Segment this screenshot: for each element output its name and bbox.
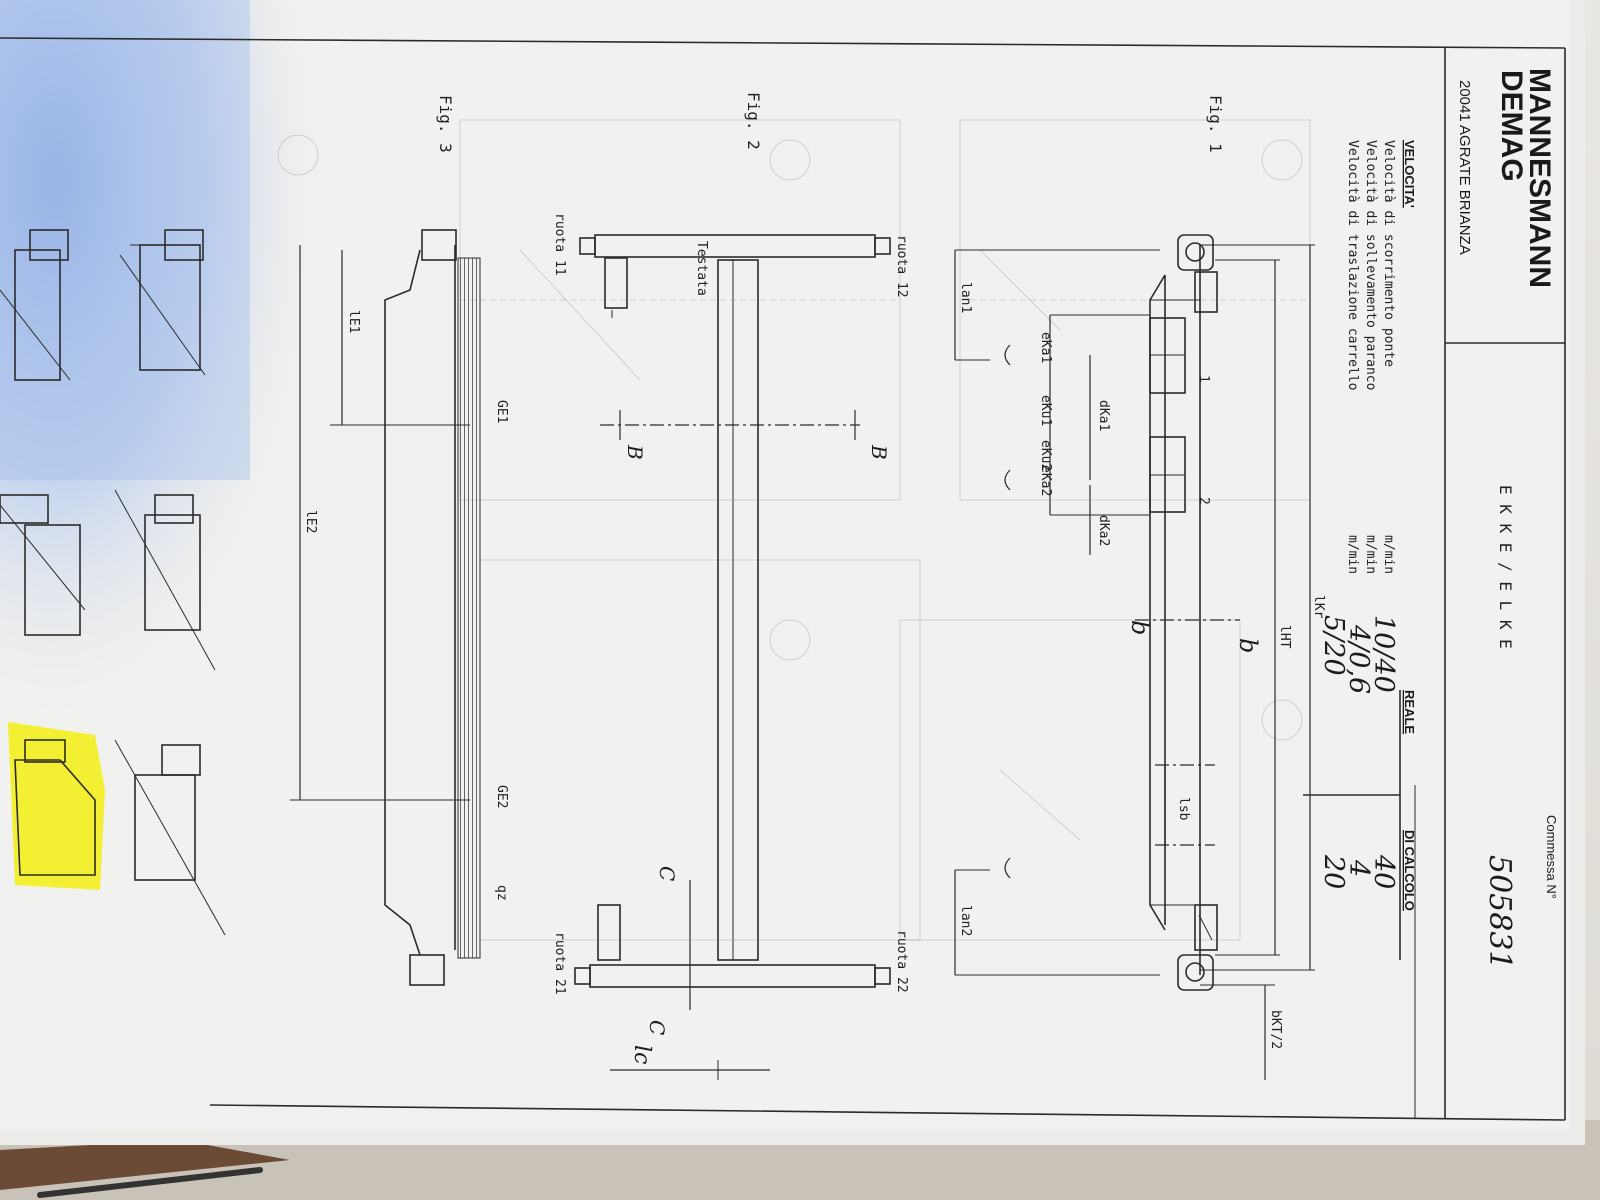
fig3: Fig. 3 lE1 lE2 GE1 GE2 qz xyxy=(290,95,509,986)
commessa-number: 505831 xyxy=(1482,855,1517,970)
fig3-le1: lE1 xyxy=(346,310,361,333)
fig1-title: Fig. 1 xyxy=(1206,95,1225,153)
fig1-b-top: b xyxy=(1234,638,1262,653)
speed-row-2-label: Velocità di sollevamento paranco xyxy=(1363,140,1378,390)
fig1-label-2: 2 xyxy=(1196,497,1211,505)
fig3-ge2: GE2 xyxy=(494,785,509,808)
fig2-c-left: C xyxy=(655,866,679,881)
pen xyxy=(37,1167,263,1198)
section-sketches xyxy=(0,229,226,936)
speed-row-2-reale: 4/0,6 xyxy=(1343,624,1374,694)
fig2-title: Fig. 2 xyxy=(744,92,763,150)
fig2-ruota12: ruota 12 xyxy=(894,235,909,298)
fig1-dka1: dKa1 xyxy=(1096,400,1111,431)
company-block: MANNESMANN DEMAG 20041 AGRATE BRIANZA xyxy=(1456,68,1556,288)
fig1-lsb: lsb xyxy=(1176,797,1191,821)
fig1-eku2: eKu2 xyxy=(1038,440,1053,471)
fig3-rack xyxy=(457,257,481,959)
fig1-wheel-bottom xyxy=(1177,954,1214,991)
fig2-b-right: B xyxy=(867,444,891,460)
sketch-5 xyxy=(0,494,86,636)
speed-row-3-label: Velocità di traslazione carrello xyxy=(1345,140,1360,390)
fig1-label-1: 1 xyxy=(1196,375,1211,383)
fig1-bkt: bKT/2 xyxy=(1268,1010,1283,1049)
sketch-highlighted xyxy=(8,722,105,890)
col-calcolo: DI CALCOLO xyxy=(1402,830,1417,911)
fig1-eku1: eKu1 xyxy=(1038,395,1053,426)
col-reale: REALE xyxy=(1402,690,1417,734)
fig1-wheel-top xyxy=(1177,234,1214,271)
frame xyxy=(0,37,1566,1121)
sketch-2 xyxy=(114,489,216,671)
speed-row-3-unit: m/min xyxy=(1345,535,1360,574)
speed-row-3-calcolo: 20 xyxy=(1318,854,1349,889)
speed-row-1-unit: m/min xyxy=(1381,535,1396,574)
speed-row-2-calcolo: 4 xyxy=(1343,859,1374,877)
fig3-ge1: GE1 xyxy=(494,400,509,423)
fig3-girder xyxy=(384,245,456,956)
company-name-1: MANNESMANN xyxy=(1523,68,1556,288)
fig1-b-bottom: b xyxy=(1126,620,1154,635)
fig2-c-right: C xyxy=(645,1020,669,1035)
fig1-lan2: lan2 xyxy=(958,905,973,936)
highlight-mark xyxy=(8,722,105,890)
table-edge xyxy=(0,1140,290,1190)
fig3-title: Fig. 3 xyxy=(436,95,455,153)
speed-row-3-reale: 5/20 xyxy=(1318,615,1349,676)
speed-row-2-unit: m/min xyxy=(1363,535,1378,574)
fig1-eka2: eKa2 xyxy=(1038,465,1053,496)
sketch-3 xyxy=(114,739,226,936)
model-code: E K K E / E L K E xyxy=(1496,485,1515,649)
fig2-testata: Testata xyxy=(694,241,709,296)
sketch-4 xyxy=(0,229,71,381)
fig1-lkr: lKr xyxy=(1311,595,1326,619)
fig2: Fig. 2 Testata ruota 12 ruota 11 ruota 2… xyxy=(552,92,909,1080)
fig1-dka2: dKa2 xyxy=(1096,515,1111,546)
fig2-lc: lc xyxy=(629,1045,654,1064)
fig1-lht: lHT xyxy=(1277,625,1292,649)
company-address: 20041 AGRATE BRIANZA xyxy=(1456,80,1473,255)
fig2-motor-top xyxy=(604,257,628,309)
sketch-1 xyxy=(119,229,206,376)
fig2-ruota11: ruota 11 xyxy=(552,213,567,276)
fig1-lan1: lan1 xyxy=(958,282,973,313)
company-name-2: DEMAG xyxy=(1495,70,1528,182)
speeds-title: VELOCITA' xyxy=(1402,140,1417,208)
fig2-beam xyxy=(717,259,759,961)
fig1-eka1: eKa1 xyxy=(1038,332,1053,363)
bleed-through xyxy=(277,119,1311,941)
commessa-label: Commessa N° xyxy=(1544,815,1559,899)
fig2-ruota22: ruota 22 xyxy=(894,930,909,993)
speed-row-1-calcolo: 40 xyxy=(1368,854,1399,889)
speed-row-1-label: Velocità di scorrimento ponte xyxy=(1381,140,1396,367)
speeds-table: VELOCITA' REALE DI CALCOLO Velocità di s… xyxy=(1303,140,1417,960)
fig3-qz: qz xyxy=(494,885,509,901)
fig2-ruota21: ruota 21 xyxy=(552,932,567,995)
fig3-le2: lE2 xyxy=(303,510,318,533)
speed-row-1-reale: 10/40 xyxy=(1368,615,1399,693)
fig2-b-left: B xyxy=(623,444,647,460)
fig2-motor-bottom xyxy=(597,904,621,961)
photo-shadow-fade xyxy=(0,0,250,480)
fig1: Fig. 1 1 2 lsb b b lKr xyxy=(954,95,1326,1080)
